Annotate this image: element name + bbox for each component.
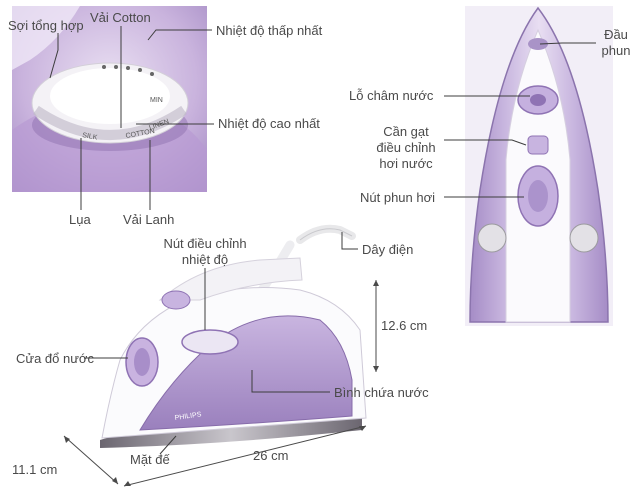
dimension-lines	[63, 280, 379, 487]
brand-mark: PHILIPS	[174, 411, 202, 422]
label-power-cord: Dây điện	[362, 242, 414, 257]
dimension-width: 11.1 cm	[12, 462, 58, 477]
label-fill-door: Cửa đổ nước	[16, 351, 94, 366]
label-temperature-knob: Nút điều chỉnh nhiệt độ	[163, 236, 247, 267]
label-soleplate: Mặt đế	[130, 452, 170, 467]
label-linen: Vải Lanh	[123, 212, 175, 227]
label-cotton: Vải Cotton	[90, 10, 151, 25]
dial-photo: MIN COTTON SILK LINEN	[12, 6, 207, 192]
water-tank-shape	[139, 315, 353, 431]
iron-side-view: PHILIPS	[100, 224, 367, 448]
iron-front-view	[465, 6, 613, 326]
label-lowest-temperature: Nhiệt độ thấp nhất	[216, 23, 323, 38]
dial-mark-min: MIN	[150, 97, 163, 104]
dial-mark-silk: SILK	[82, 132, 98, 142]
soleplate-shape	[100, 418, 362, 448]
nozzle-shape	[528, 38, 548, 50]
label-spray-hole: Lỗ châm nước	[349, 88, 434, 103]
leader-lines	[49, 26, 596, 455]
label-silk: Lụa	[69, 212, 91, 227]
dimension-height: 12.6 cm	[381, 318, 428, 333]
temperature-knob-shape	[181, 329, 239, 355]
label-water-tank: Bình chứa nước	[334, 385, 429, 400]
label-spray-button: Nút phun hơi	[360, 190, 436, 205]
label-synthetic: Sợi tổng hợp	[8, 18, 84, 33]
label-highest-temperature: Nhiệt độ cao nhất	[218, 116, 320, 131]
label-nozzle: Đầu phun	[601, 27, 631, 58]
label-steam-lever: Cần gạt điều chỉnh hơi nước	[376, 124, 436, 171]
side-spray-button	[161, 290, 191, 310]
dimension-length: 26 cm	[253, 448, 289, 463]
side-handle	[158, 257, 303, 301]
steam-lever-shape	[527, 135, 549, 155]
